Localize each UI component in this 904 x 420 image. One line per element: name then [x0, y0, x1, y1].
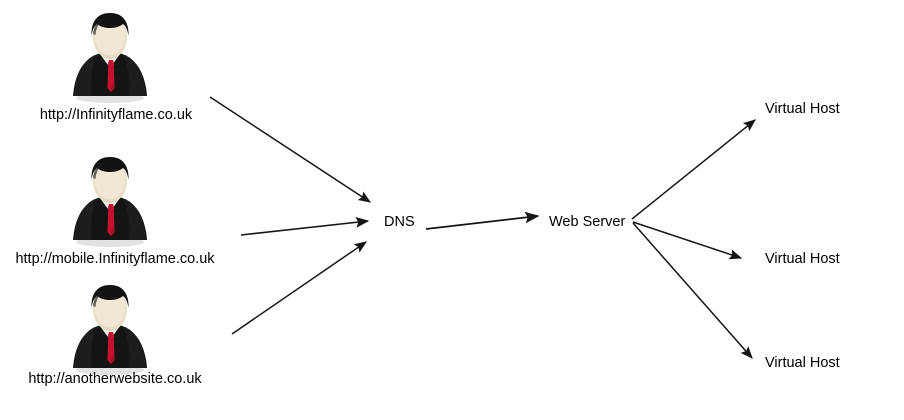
client-label-2: http://mobile.Infinityflame.co.uk: [15, 251, 215, 267]
user-avatar-icon: [67, 152, 153, 248]
edge-client1-dns: [209, 96, 372, 203]
node-virtual-host-1[interactable]: Virtual Host: [765, 101, 840, 117]
node-virtual-host-3[interactable]: Virtual Host: [765, 355, 840, 371]
client-node-3[interactable]: http://anotherwebsite.co.uk: [28, 280, 202, 386]
client-node-1[interactable]: http://Infinityflame.co.uk: [30, 8, 192, 122]
node-dns[interactable]: DNS: [384, 214, 415, 230]
edge-webserver-vhost3: [632, 222, 753, 359]
node-web-server[interactable]: Web Server: [549, 214, 626, 230]
edge-webserver-vhost2: [632, 221, 743, 260]
user-avatar-icon: [67, 280, 153, 376]
edge-client3-dns: [231, 241, 367, 335]
client-node-2[interactable]: http://mobile.Infinityflame.co.uk: [15, 152, 215, 266]
edge-client2-dns: [240, 216, 370, 236]
edge-webserver-vhost1: [631, 119, 756, 220]
client-label-1: http://Infinityflame.co.uk: [39, 107, 193, 123]
edge-dns-webserver: [425, 211, 540, 230]
client-label-3: http://anotherwebsite.co.uk: [28, 371, 202, 387]
node-virtual-host-2[interactable]: Virtual Host: [765, 251, 840, 267]
user-avatar-icon: [67, 8, 153, 104]
